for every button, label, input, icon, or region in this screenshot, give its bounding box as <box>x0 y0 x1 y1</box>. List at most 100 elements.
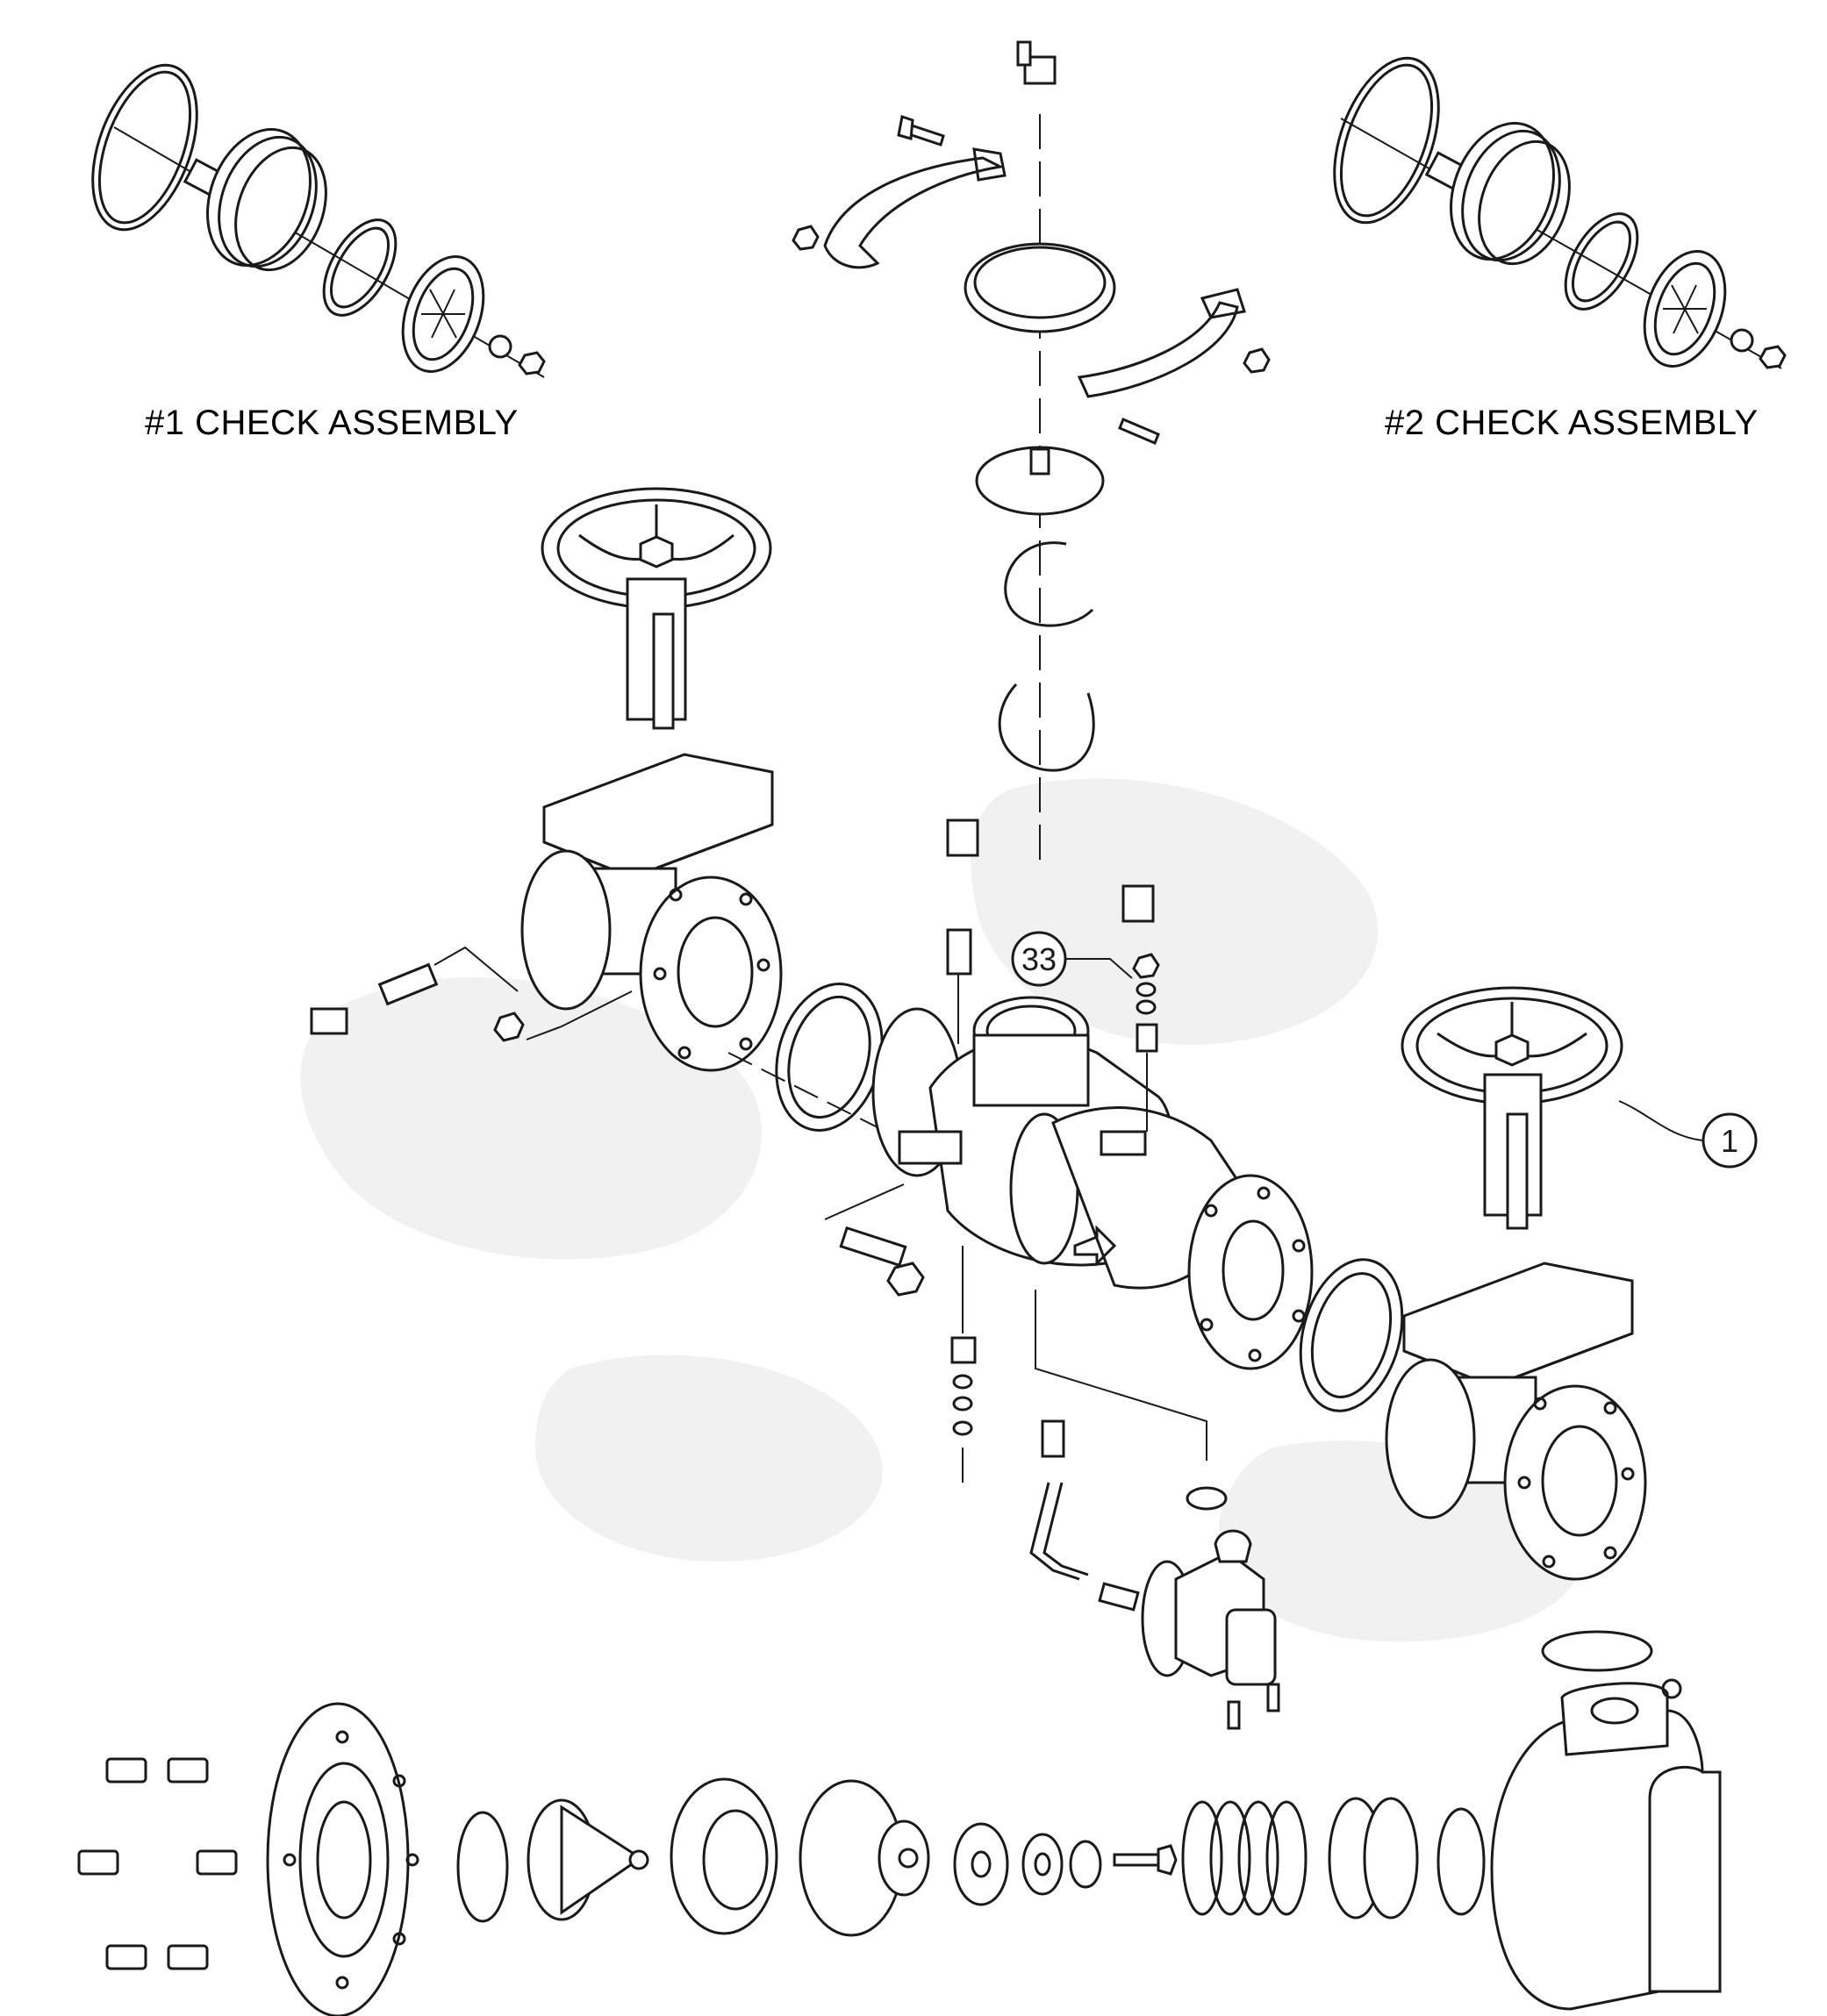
top-port-neck <box>972 1033 1090 1107</box>
screw <box>1266 1683 1280 1712</box>
bolt-head <box>1157 1844 1178 1876</box>
o-ring <box>1437 1807 1486 1916</box>
assembly-axis <box>727 1052 887 1133</box>
relief-bolt <box>1113 1853 1160 1867</box>
washer <box>952 1396 973 1412</box>
gate-valve-left <box>520 487 783 1072</box>
screw-icon <box>105 1944 147 1970</box>
flange-bore <box>677 916 754 1028</box>
bolt-head <box>886 1262 925 1297</box>
handwheel-nut <box>639 535 674 568</box>
flange-gasket-right-inner <box>1310 1272 1393 1398</box>
snap-ring-upper <box>1004 541 1094 627</box>
cover-screws <box>77 1757 238 1970</box>
screw-icon <box>105 1757 147 1784</box>
o-ring-inner <box>1339 63 1434 218</box>
body-lower-fasteners <box>824 1183 977 1483</box>
clamp-lug-lower <box>1200 288 1246 319</box>
relief-body-port <box>1590 1697 1639 1725</box>
body-test-cocks <box>946 819 1160 1132</box>
screw-icon <box>167 1757 209 1784</box>
check-assembly-2-label: #2 CHECK ASSEMBLY <box>1385 404 1759 442</box>
flange-bolt-holes <box>653 888 770 1060</box>
screw-icon <box>196 1849 238 1876</box>
nut-icon <box>1759 345 1787 369</box>
cover-stem <box>1029 447 1050 475</box>
relief-body-bolt-hole <box>1661 1678 1682 1699</box>
clamp-half-lower <box>1077 301 1239 398</box>
relief-valve-cover <box>1225 1608 1277 1686</box>
callout-33-number: 33 <box>1021 941 1057 977</box>
check-assembly-1-label: #1 CHECK ASSEMBLY <box>145 404 519 442</box>
flange-bore <box>1541 1425 1618 1537</box>
seat-ring-inner <box>329 226 390 309</box>
cover-bolt-holes <box>283 1730 419 1990</box>
o-ring <box>91 63 198 232</box>
seat-ring <box>1564 212 1639 311</box>
seat-ring-inner <box>1571 220 1632 303</box>
snap-ring-lower <box>998 683 1095 772</box>
nut-icon <box>1243 347 1271 374</box>
diaphragm-center <box>702 1809 769 1911</box>
flange-outlet <box>639 876 783 1072</box>
leader-line <box>824 1183 905 1220</box>
seat-insert <box>878 1819 930 1897</box>
seat-retainer-inner <box>412 267 475 361</box>
washer-stack-top <box>1132 953 1160 1053</box>
hex-bolt <box>839 1226 907 1268</box>
nipple-fitting <box>377 962 439 1006</box>
washer-small <box>1069 1840 1102 1889</box>
retainer-spokes <box>1663 284 1707 334</box>
washer <box>952 1374 973 1390</box>
relief-cover-hub <box>298 1762 390 1958</box>
outlet-bolt-holes <box>1200 1186 1306 1362</box>
nut-icon <box>792 225 820 251</box>
flange-gasket-right <box>1299 1258 1404 1412</box>
test-cock-icon <box>946 819 979 857</box>
relief-valve-group <box>1029 1290 1280 1730</box>
clamp-lug <box>972 147 1007 182</box>
check-assembly-1 <box>91 63 546 378</box>
relief-body-top-flange <box>1560 1682 1669 1756</box>
handwheel-nut <box>1494 1033 1530 1067</box>
relief-cover-bore <box>316 1800 372 1919</box>
check-disc-rim-2 <box>1478 139 1571 266</box>
fitting <box>1098 1582 1140 1612</box>
body-outlet-flange <box>1187 1174 1314 1370</box>
callout-1-leader <box>1618 1100 1703 1141</box>
flow-arrow-icon <box>1073 1225 1117 1267</box>
callout-33-leader <box>1064 958 1133 979</box>
diaphragm <box>670 1777 778 1935</box>
o-ring-inner <box>97 70 192 225</box>
flange-inlet <box>1385 1358 1476 1519</box>
check-disc-rim <box>1461 129 1561 262</box>
retainer-spokes <box>421 289 465 339</box>
flange-gasket-left-inner <box>787 995 871 1119</box>
o-ring <box>456 1811 509 1923</box>
relief-valve-exploded <box>77 1630 1722 2016</box>
callout-1-number: 1 <box>1721 1123 1738 1159</box>
o-ring <box>1333 56 1440 225</box>
screw <box>1227 1700 1241 1730</box>
check-disc-housing <box>206 128 312 267</box>
left-small-parts <box>310 946 633 1042</box>
nut-icon <box>518 351 546 375</box>
diaphragm-tip <box>628 1849 649 1870</box>
test-cock-handle <box>1016 40 1032 67</box>
cover-plate <box>975 446 1105 516</box>
flange-outlet <box>1503 1384 1647 1581</box>
washer-large-hole <box>971 1850 992 1878</box>
screw-icon <box>167 1944 209 1970</box>
body-foot <box>898 1130 963 1165</box>
flange-bolt-holes <box>1517 1397 1635 1569</box>
nipple-fitting <box>946 928 972 976</box>
gate-valve-right <box>1385 986 1647 1581</box>
sensing-tube <box>1029 1482 1080 1581</box>
fitting <box>1041 1419 1065 1458</box>
seat-retainer-inner <box>1653 261 1716 356</box>
saddle-tab <box>1100 1130 1147 1156</box>
relief-leader <box>1035 1290 1207 1461</box>
test-cock-icon <box>310 1007 348 1035</box>
